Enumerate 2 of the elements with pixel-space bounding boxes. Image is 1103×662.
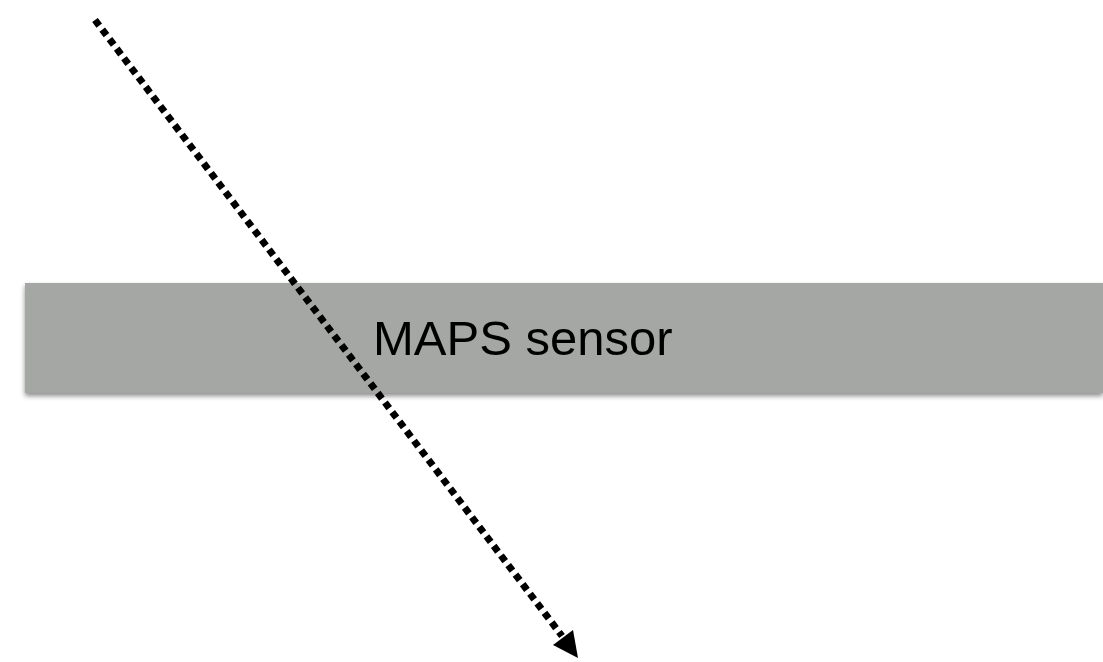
sensor-band xyxy=(25,283,1103,393)
sensor-label: MAPS sensor xyxy=(373,310,673,366)
